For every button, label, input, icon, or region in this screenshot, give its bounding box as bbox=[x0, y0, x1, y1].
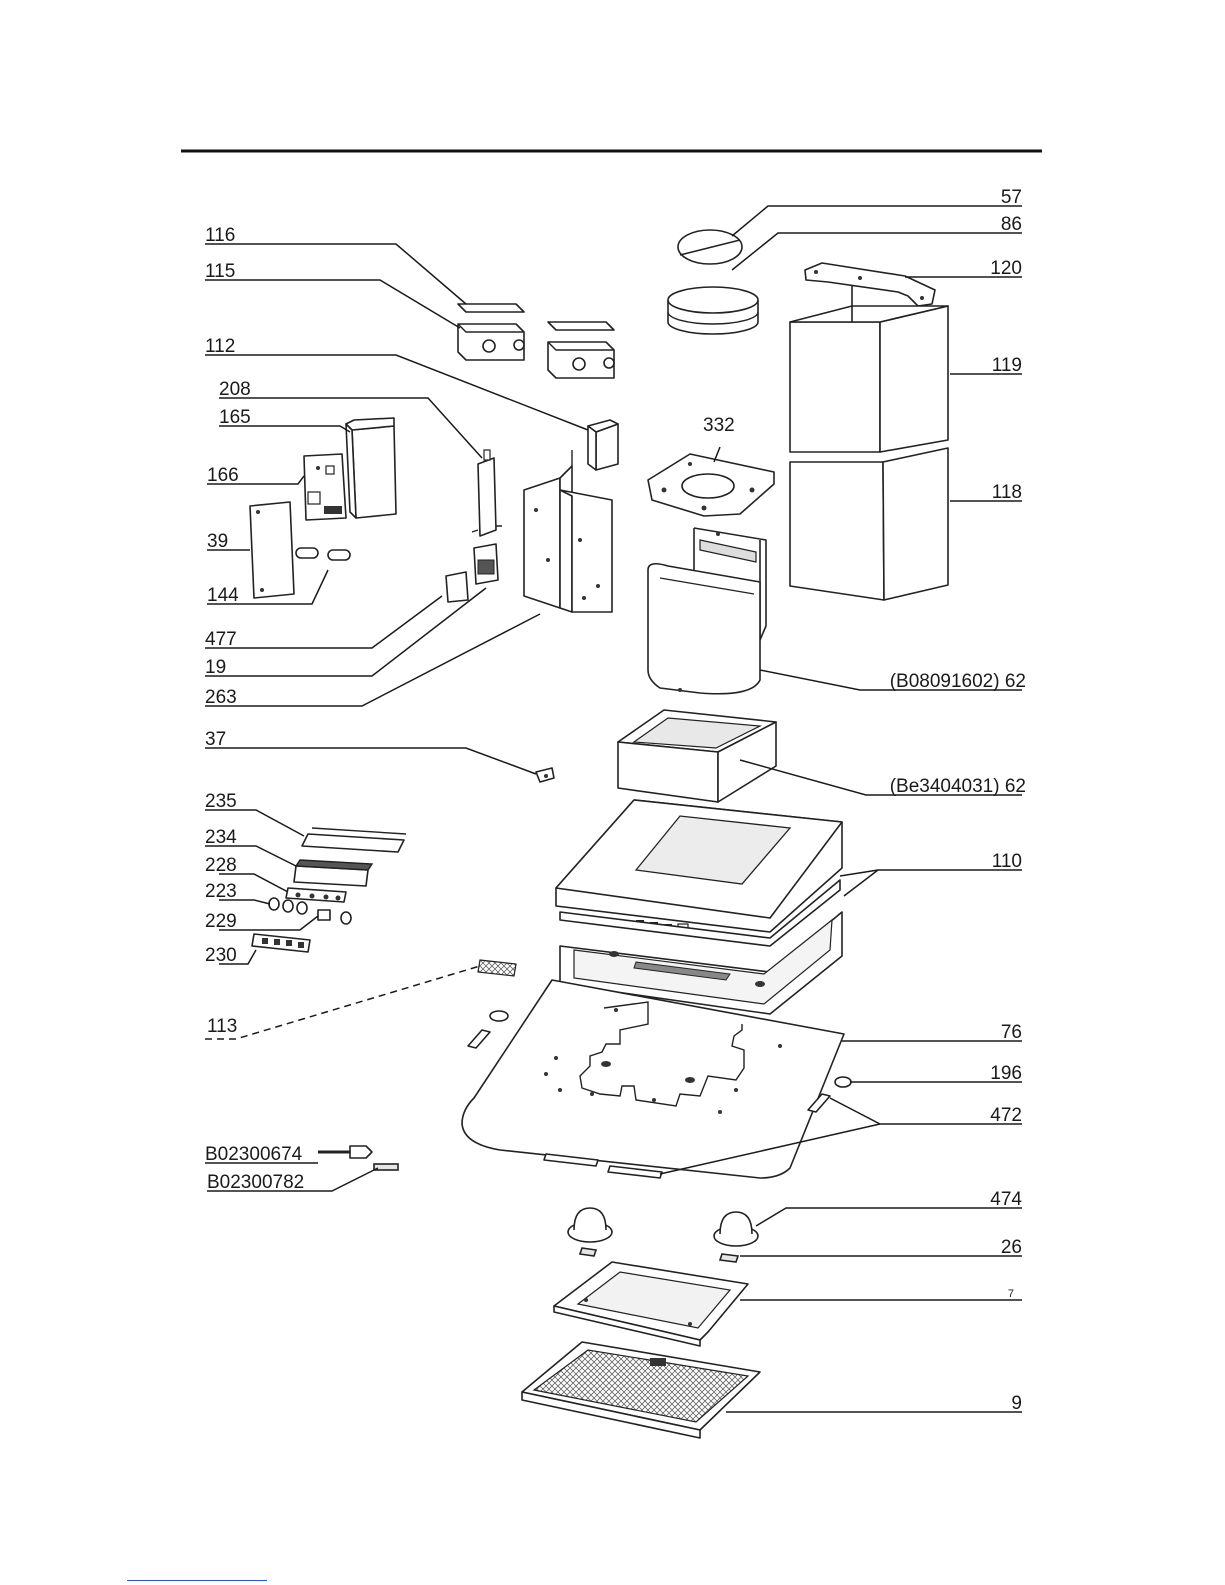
label-120: 120 bbox=[990, 258, 1022, 279]
label-62-transition: (Be3404031) 62 bbox=[890, 776, 1026, 797]
label-235: 235 bbox=[205, 791, 237, 812]
label-115: 115 bbox=[205, 261, 235, 282]
label-223: 223 bbox=[205, 881, 237, 902]
part-113-rating-label bbox=[478, 960, 516, 976]
part-120-chimney-bracket bbox=[805, 263, 935, 306]
label-62-motor-housing: (B08091602) 62 bbox=[890, 671, 1026, 692]
label-332: 332 bbox=[703, 415, 735, 436]
label-57: 57 bbox=[1001, 187, 1022, 208]
label-229: 229 bbox=[205, 911, 237, 932]
label-477: 477 bbox=[205, 629, 237, 650]
label-26: 26 bbox=[1001, 1237, 1022, 1258]
part-115-junction-boxes bbox=[458, 324, 614, 378]
part-118-lower-chimney bbox=[790, 448, 948, 600]
part-76-base-panel bbox=[462, 980, 844, 1178]
part-208-transformer bbox=[472, 450, 502, 536]
part-234-control-housing bbox=[294, 860, 372, 886]
label-110: 110 bbox=[992, 851, 1022, 872]
label-166: 166 bbox=[207, 465, 239, 486]
label-118: 118 bbox=[992, 482, 1022, 503]
part-332-mounting-plate bbox=[648, 454, 774, 516]
label-76: 76 bbox=[1001, 1022, 1022, 1043]
label-37: 37 bbox=[205, 729, 226, 750]
label-19: 19 bbox=[205, 657, 226, 678]
part-19-terminal-block bbox=[474, 544, 498, 584]
label-113: 113 bbox=[207, 1016, 237, 1037]
part-119-upper-chimney bbox=[790, 286, 948, 452]
label-230: 230 bbox=[205, 945, 237, 966]
label-9: 9 bbox=[1011, 1393, 1022, 1414]
label-474: 474 bbox=[990, 1189, 1022, 1210]
label-144: 144 bbox=[207, 585, 239, 606]
part-86-outlet-collar bbox=[668, 287, 758, 334]
label-472: 472 bbox=[990, 1105, 1022, 1126]
part-165-pcb-housing bbox=[346, 418, 396, 518]
label-connector-pin: B02300782 bbox=[207, 1172, 304, 1193]
part-477-bracket bbox=[446, 572, 468, 602]
part-263-electrical-bracket bbox=[524, 450, 612, 612]
part-62-motor-housing bbox=[648, 528, 766, 694]
label-39: 39 bbox=[207, 531, 228, 552]
part-112-capacitor bbox=[588, 420, 618, 470]
part-228-switch-panel bbox=[286, 888, 346, 902]
part-144-rocker-switches bbox=[296, 548, 350, 560]
part-229-button bbox=[318, 910, 330, 920]
part-26-bulbs bbox=[580, 1248, 738, 1262]
label-119: 119 bbox=[992, 355, 1022, 376]
part-9-grease-filter bbox=[522, 1342, 760, 1438]
part-39-pcb-cover bbox=[250, 502, 294, 598]
label-165: 165 bbox=[219, 407, 251, 428]
label-234: 234 bbox=[205, 827, 237, 848]
part-166-pcb bbox=[304, 454, 346, 520]
part-power-cable bbox=[318, 1146, 372, 1158]
label-power-cable: B02300674 bbox=[205, 1144, 303, 1165]
label-228: 228 bbox=[205, 855, 237, 876]
part-474-lamps bbox=[568, 1208, 758, 1246]
part-7-filter-frame bbox=[554, 1262, 748, 1346]
part-connector-pin bbox=[374, 1164, 398, 1170]
part-230-front-fascia bbox=[252, 934, 310, 952]
label-116: 116 bbox=[205, 225, 235, 246]
part-62-air-transition bbox=[618, 710, 776, 802]
label-86: 86 bbox=[1001, 214, 1022, 235]
label-196: 196 bbox=[990, 1063, 1022, 1084]
label-112: 112 bbox=[205, 336, 235, 357]
part-37-cable-clip bbox=[536, 768, 554, 782]
label-263: 263 bbox=[205, 687, 237, 708]
label-7: 7 bbox=[1008, 1288, 1014, 1300]
part-110-canopy bbox=[556, 800, 842, 932]
label-208: 208 bbox=[219, 379, 251, 400]
part-235-control-rail bbox=[302, 828, 406, 852]
footer-link-underline bbox=[127, 1580, 267, 1581]
